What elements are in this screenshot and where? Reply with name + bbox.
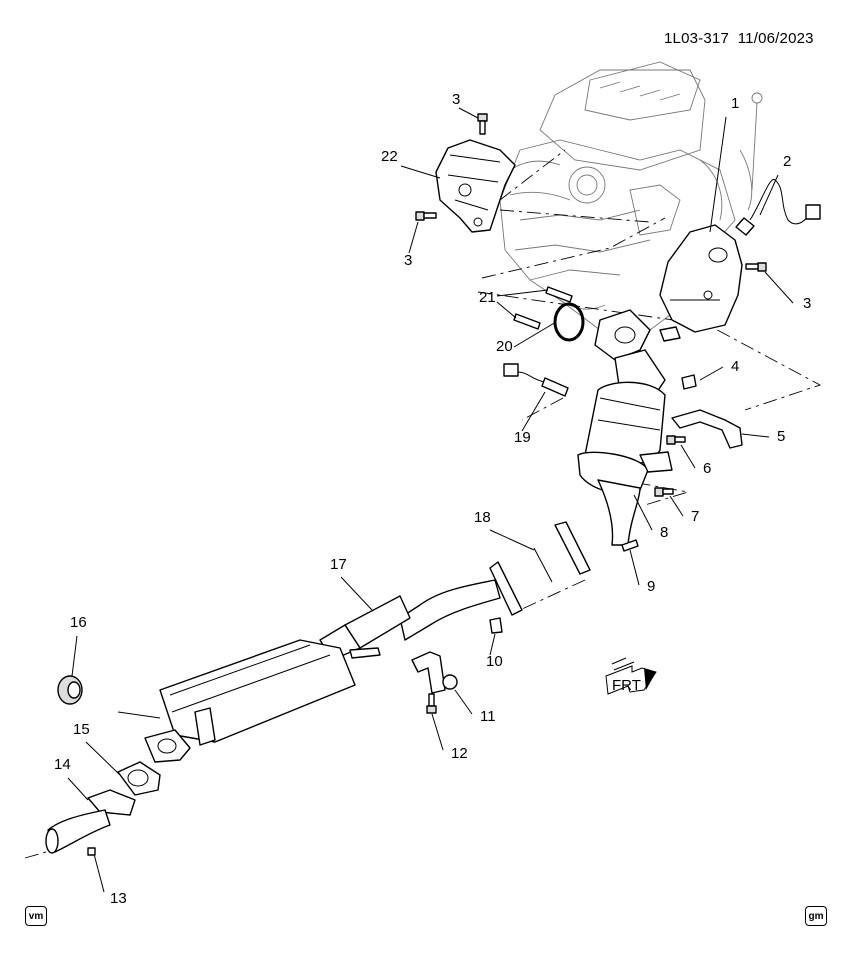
bolt-icon (87, 847, 96, 856)
callout-17: 17 (330, 556, 347, 573)
bolt-icon (666, 435, 686, 445)
callout-4: 4 (731, 358, 739, 375)
pipe-hanger (411, 651, 458, 694)
upper-heat-shield (435, 139, 516, 233)
front-arrow-icon: FRT (605, 657, 657, 695)
callout-12: 12 (451, 745, 468, 762)
lower-heat-shield (659, 224, 743, 333)
callout-2: 2 (783, 153, 791, 170)
catalytic-converter (577, 309, 697, 546)
callout-8: 8 (660, 524, 668, 541)
tail-pipe-gasket (117, 761, 161, 796)
callout-3: 3 (452, 91, 460, 108)
callout-10: 10 (486, 653, 503, 670)
callout-3: 3 (803, 295, 811, 312)
callout-7: 7 (691, 508, 699, 525)
converter-bracket (671, 409, 743, 449)
callout-20: 20 (496, 338, 513, 355)
stud-icon (513, 313, 541, 330)
stud-icon (545, 286, 573, 303)
callout-9: 9 (647, 578, 655, 595)
bolt-icon (426, 693, 437, 714)
callout-1: 1 (731, 95, 739, 112)
flange-gasket (554, 521, 591, 575)
bolt-icon (477, 113, 488, 135)
diagram-id: 1L03-317 (664, 30, 729, 47)
exhaust-flange (144, 729, 191, 763)
diagram-header: 1L03-317 11/06/2023 (664, 30, 814, 47)
callout-13: 13 (110, 890, 127, 907)
intermediate-pipe (319, 561, 523, 661)
gm-logo-icon: gm (805, 906, 827, 926)
oxygen-sensor-upper (735, 179, 821, 236)
gasket-ring (553, 302, 585, 342)
leader-lines (67, 107, 794, 893)
muffler (117, 639, 381, 746)
stud-icon (621, 539, 639, 552)
callout-19: 19 (514, 429, 531, 446)
gasket-thin (533, 547, 553, 583)
bolt-icon (654, 487, 674, 497)
oxygen-sensor-lower (503, 363, 569, 397)
callout-16: 16 (70, 614, 87, 631)
rubber-insulator (57, 675, 83, 705)
callout-11: 11 (480, 708, 496, 725)
callout-22: 22 (381, 148, 398, 165)
callout-6: 6 (703, 460, 711, 477)
callout-18: 18 (474, 509, 491, 526)
callout-15: 15 (73, 721, 90, 738)
front-label: FRT (612, 677, 641, 694)
bolt-icon (745, 262, 767, 272)
engine-assembly (499, 61, 763, 331)
callout-21: 21 (479, 289, 496, 306)
tail-pipe (45, 789, 136, 854)
diagram-date: 11/06/2023 (737, 30, 814, 47)
callout-3: 3 (404, 252, 412, 269)
callout-14: 14 (54, 756, 71, 773)
bolt-icon (415, 211, 437, 221)
callout-5: 5 (777, 428, 785, 445)
vm-badge-icon: vm (25, 906, 47, 926)
